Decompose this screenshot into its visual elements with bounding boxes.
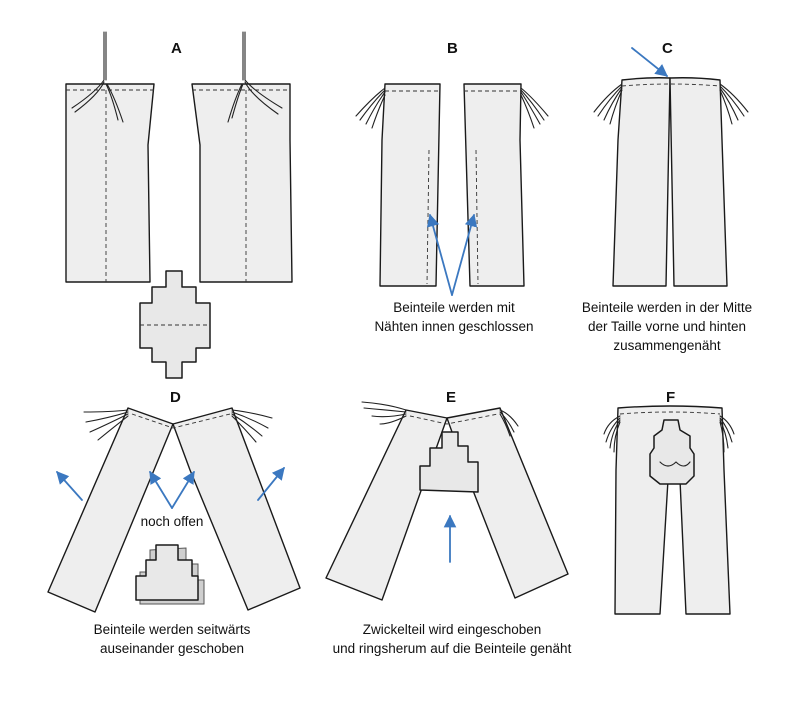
drawstring-d-right bbox=[231, 409, 273, 443]
leg-piece-a-left bbox=[65, 83, 155, 283]
step-e-label: E bbox=[446, 389, 456, 406]
drawstring-f-right bbox=[719, 415, 735, 453]
caption-d-line1: Beinteile werden seitwärts bbox=[94, 622, 251, 637]
leg-piece-d-left bbox=[47, 407, 174, 613]
caption-c-line2: der Taille vorne und hinten bbox=[588, 319, 746, 334]
step-f-label: F bbox=[666, 389, 675, 406]
step-d: D noch offen Beinteile werden seitwärts … bbox=[47, 389, 301, 656]
step-c: C Beinteile werden in der Mitte der Tail… bbox=[582, 40, 752, 353]
step-f: F bbox=[603, 389, 735, 615]
caption-e-line2: und ringsherum auf die Beinteile genäht bbox=[333, 641, 572, 656]
drawstring-b-right bbox=[520, 87, 549, 129]
caption-e-line1: Zwickelteil wird eingeschoben bbox=[363, 622, 542, 637]
gusset-piece-d bbox=[135, 544, 199, 601]
leg-piece-d-right bbox=[172, 407, 301, 611]
arrow-b-right bbox=[451, 213, 478, 296]
arrow-b-left bbox=[426, 213, 453, 296]
step-e: E Zwickelteil wird eingeschoben und ring… bbox=[325, 389, 572, 656]
leg-piece-b-right bbox=[463, 83, 525, 287]
drawstring-c-left bbox=[593, 83, 623, 125]
arrow-d-inner-right bbox=[171, 470, 195, 509]
arrow-d-outer-right bbox=[257, 467, 285, 501]
step-b-label: B bbox=[447, 40, 458, 57]
arrow-d-inner-left bbox=[149, 470, 173, 509]
caption-b-line2: Nähten innen geschlossen bbox=[374, 319, 533, 334]
caption-c-line1: Beinteile werden in der Mitte bbox=[582, 300, 752, 315]
caption-b-line1: Beinteile werden mit bbox=[393, 300, 515, 315]
drawstring-e-left bbox=[361, 401, 407, 425]
step-d-label: D bbox=[170, 389, 181, 406]
drawstring-a-right bbox=[227, 31, 283, 123]
drawstring-e-right bbox=[499, 409, 519, 437]
gusset-seam-f bbox=[659, 461, 691, 467]
arrow-c bbox=[631, 47, 668, 77]
step-b: B Beinteile werden mit Nähten innen gesc… bbox=[355, 40, 549, 334]
leg-piece-e-right bbox=[446, 407, 569, 599]
caption-d-line2: auseinander geschoben bbox=[100, 641, 244, 656]
arrow-d-outer-left bbox=[56, 471, 83, 501]
caption-c-line3: zusammengenäht bbox=[613, 338, 721, 353]
drawstring-f-left bbox=[603, 415, 621, 453]
leg-piece-c-left bbox=[612, 77, 671, 287]
step-a: A bbox=[65, 31, 293, 379]
drawstring-d-left bbox=[83, 409, 129, 441]
drawstring-a-left bbox=[71, 31, 124, 123]
leg-piece-c-right bbox=[669, 77, 728, 287]
step-a-label: A bbox=[171, 40, 182, 57]
drawstring-b-left bbox=[355, 87, 386, 129]
leg-piece-a-right bbox=[191, 83, 293, 283]
leg-piece-b-left bbox=[379, 83, 441, 287]
step-c-label: C bbox=[662, 40, 673, 57]
gusset-piece-a bbox=[139, 270, 211, 379]
leg-piece-e-left bbox=[325, 409, 448, 601]
drawstring-c-right bbox=[719, 83, 749, 125]
note-d: noch offen bbox=[141, 514, 204, 529]
gusset-sewn-f bbox=[649, 419, 695, 485]
gusset-piece-e bbox=[419, 431, 479, 493]
